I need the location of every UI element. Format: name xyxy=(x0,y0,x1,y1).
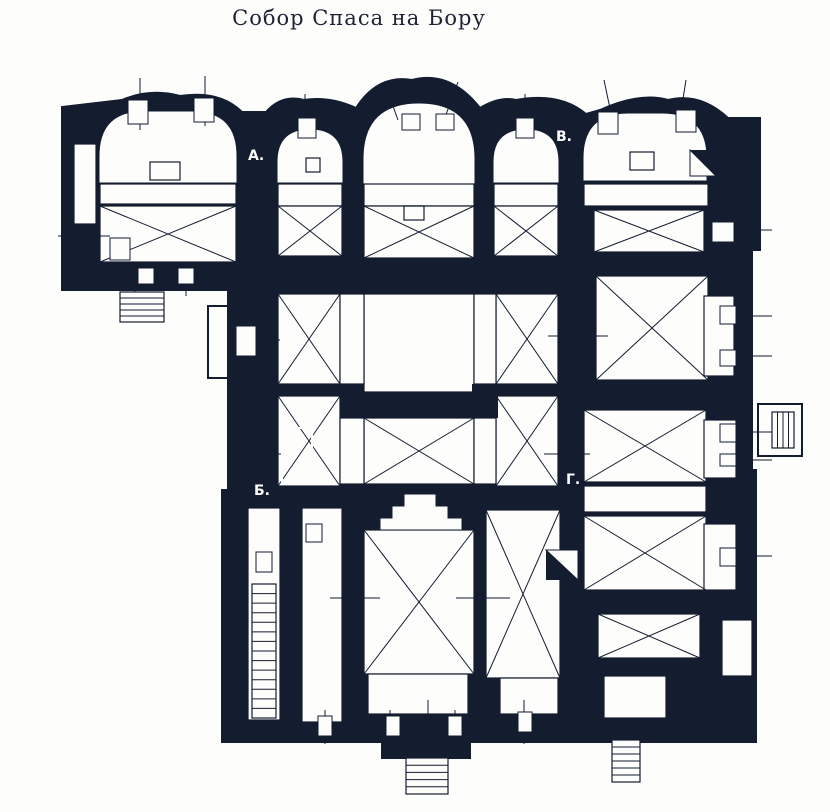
window-opening-20 xyxy=(317,715,333,737)
window-axis-3 xyxy=(384,83,399,121)
hall-east-annex xyxy=(499,677,559,715)
bay-strip-v xyxy=(493,183,559,207)
left-porch-outline xyxy=(207,305,231,379)
window-opening-14 xyxy=(719,453,737,467)
stairs-south-porch-frame xyxy=(405,757,449,795)
label-v: В. xyxy=(556,129,572,145)
window-opening-10 xyxy=(235,325,257,357)
window-opening-18 xyxy=(305,523,323,543)
window-opening-15 xyxy=(719,547,737,567)
label-b: Б. xyxy=(254,483,270,499)
stairs-west-porch-frame xyxy=(119,291,165,323)
pier-nw xyxy=(340,384,364,418)
stepped-plinth xyxy=(379,493,463,531)
window-opening-22 xyxy=(447,715,463,737)
corridor-west xyxy=(301,507,343,723)
window-opening-21 xyxy=(385,715,401,737)
inner-frame-b xyxy=(281,427,313,483)
window-opening-6 xyxy=(597,111,619,135)
vault-cross-b-6 xyxy=(495,293,559,385)
altar-block-2 xyxy=(629,151,655,171)
narthex xyxy=(367,673,469,715)
vault-cross-b-10 xyxy=(595,275,709,381)
vault-cross-b-12 xyxy=(583,515,707,591)
nave-strip-sw xyxy=(339,417,365,485)
window-opening-4 xyxy=(435,113,455,131)
vault-cross-b-11 xyxy=(583,409,707,483)
vault-cross-b-1 xyxy=(277,205,343,257)
vault-cross-b-13 xyxy=(597,613,701,659)
window-opening-17 xyxy=(177,267,195,285)
stairs-east-porch xyxy=(771,411,795,449)
window-opening-0 xyxy=(127,99,149,125)
window-slot-west xyxy=(73,143,97,225)
window-opening-13 xyxy=(719,423,737,443)
vault-cross-b-14 xyxy=(363,529,475,675)
vault-cross-b-5 xyxy=(277,293,341,385)
corner-mark-east-light xyxy=(689,148,718,177)
niche-south xyxy=(721,619,753,677)
vault-cross-b-15 xyxy=(485,509,561,679)
nave-strip-ne xyxy=(473,293,497,385)
vault-cross-b-7 xyxy=(277,395,341,487)
window-opening-23 xyxy=(517,711,533,733)
chapel-mid-strip xyxy=(583,485,707,513)
window-opening-1 xyxy=(193,97,215,123)
pier-ne xyxy=(472,384,498,418)
nave-n xyxy=(363,293,475,393)
stairs-internal xyxy=(251,583,277,719)
stairs-south-east xyxy=(611,739,641,783)
vault-cross-b-4 xyxy=(593,209,705,253)
window-opening-8 xyxy=(109,237,131,261)
bay-strip-west xyxy=(99,183,237,205)
bay-strip-east xyxy=(583,183,709,207)
bay-strip-central xyxy=(363,183,475,207)
window-opening-16 xyxy=(137,267,155,285)
corner-mark-south-dark xyxy=(546,550,578,580)
altar-block-1 xyxy=(403,205,425,221)
window-opening-3 xyxy=(401,113,421,131)
stairs-west-porch xyxy=(119,291,165,323)
altar-block-0 xyxy=(149,161,181,181)
altar-block-3 xyxy=(305,157,321,173)
nave-strip-se xyxy=(473,417,497,485)
window-opening-9 xyxy=(711,221,735,243)
label-g: Г. xyxy=(566,472,580,488)
figure-title: Собор Спаса на Бору xyxy=(232,6,486,30)
window-opening-12 xyxy=(719,349,737,367)
vault-cross-b-8 xyxy=(495,395,559,487)
window-opening-19 xyxy=(255,551,273,573)
vault-cross-b-3 xyxy=(493,205,559,257)
apse-room-west xyxy=(99,111,237,183)
vault-cross-b-2 xyxy=(363,205,475,259)
window-opening-11 xyxy=(719,305,737,325)
stair-room-south xyxy=(603,675,667,719)
nave-strip-nw xyxy=(339,293,365,385)
window-opening-2 xyxy=(297,117,317,139)
plan-details xyxy=(58,76,795,795)
window-opening-5 xyxy=(515,117,535,139)
bay-strip-a xyxy=(277,183,343,207)
stairs-south-porch xyxy=(405,757,449,795)
window-opening-7 xyxy=(675,109,697,133)
label-a: А. xyxy=(248,148,264,164)
vault-cross-b-9 xyxy=(363,417,475,485)
